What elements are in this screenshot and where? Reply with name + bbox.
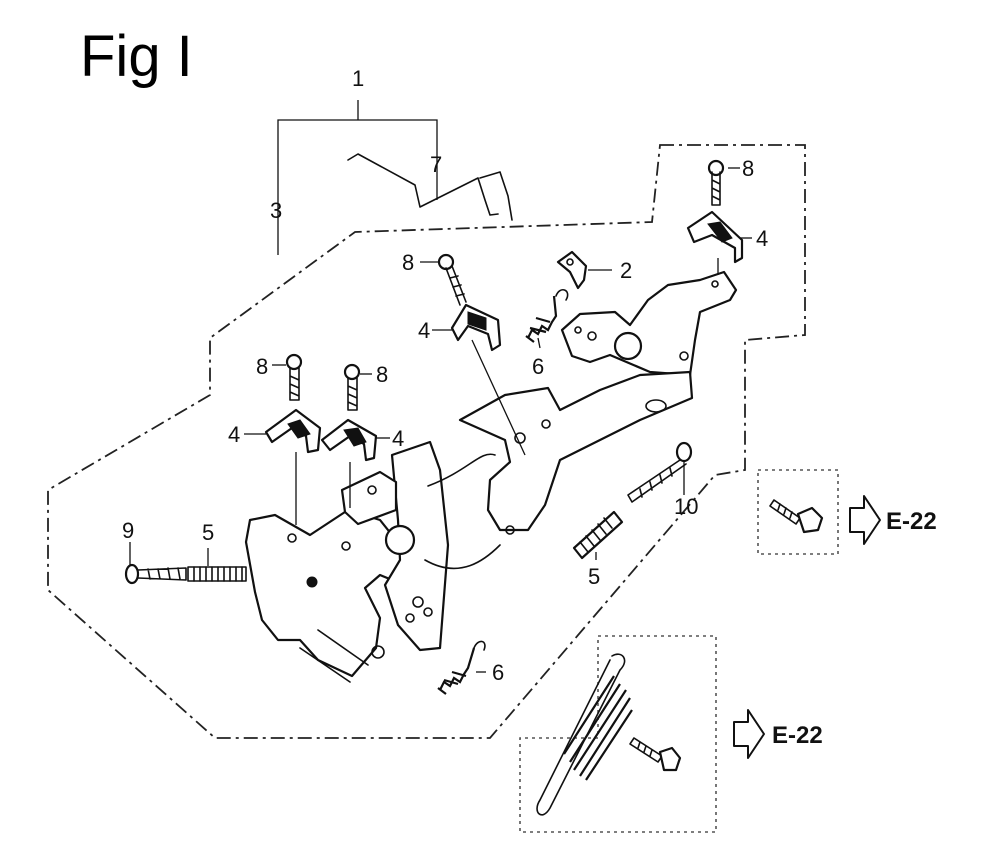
group-bracket: [277, 100, 438, 255]
figure-title: Fig I: [80, 24, 193, 89]
clamp-4-top-right: [686, 210, 744, 264]
spring-5-right: [572, 510, 624, 560]
ref-label-spring: E-22: [772, 722, 823, 749]
clamp-4-center: [450, 303, 502, 352]
callout-3: 3: [270, 198, 282, 223]
callout-8-top-right: 8: [742, 156, 754, 181]
callout-2: 2: [620, 258, 632, 283]
callout-4-left: 4: [228, 422, 240, 447]
governor-rod: [347, 153, 513, 221]
callout-5-right: 5: [588, 564, 600, 589]
callout-7: 7: [430, 152, 442, 177]
bolt-8-mid-left: [343, 363, 361, 411]
flange-bolt: [769, 499, 824, 534]
callout-4-top-right: 4: [756, 226, 768, 251]
screw-10: [627, 441, 693, 503]
bolt-8-top-right: [707, 159, 725, 206]
callout-10: 10: [674, 494, 698, 519]
ref-box-spring: [519, 635, 717, 833]
spring-bolt: [629, 737, 682, 772]
assembly-outline: [47, 144, 806, 739]
callout-9: 9: [122, 518, 134, 543]
callout-4-center: 4: [418, 318, 430, 343]
spring-6-lower: [437, 640, 486, 695]
control-lever-bracket: [244, 440, 501, 683]
callout-8-mid-left: 8: [376, 362, 388, 387]
spring-5-left: [187, 566, 247, 582]
callout-8-left: 8: [256, 354, 268, 379]
callout-4-mid-left: 4: [392, 426, 404, 451]
clip-2: [556, 250, 588, 290]
ref-arrow-bolt: [849, 495, 881, 545]
control-base-bracket: [458, 370, 694, 535]
callout-1: 1: [352, 66, 364, 91]
ref-box-bolt: [757, 469, 839, 555]
callout-8-center: 8: [402, 250, 414, 275]
bolt-8-center: [437, 253, 467, 306]
spring-6-upper: [525, 289, 569, 343]
callout-5-left: 5: [202, 520, 214, 545]
callout-6-lower: 6: [492, 660, 504, 685]
governor-lever-plate: [560, 270, 738, 377]
clamp-4-mid-left: [320, 418, 378, 462]
leader-lines: [129, 167, 752, 673]
ref-arrow-spring: [733, 709, 765, 759]
clamp-4-left: [264, 408, 322, 454]
bolt-8-left: [285, 353, 303, 401]
ref-label-bolt: E-22: [886, 508, 937, 535]
callout-6-upper: 6: [532, 354, 544, 379]
long-spring: [536, 653, 633, 816]
screw-9: [124, 563, 187, 585]
